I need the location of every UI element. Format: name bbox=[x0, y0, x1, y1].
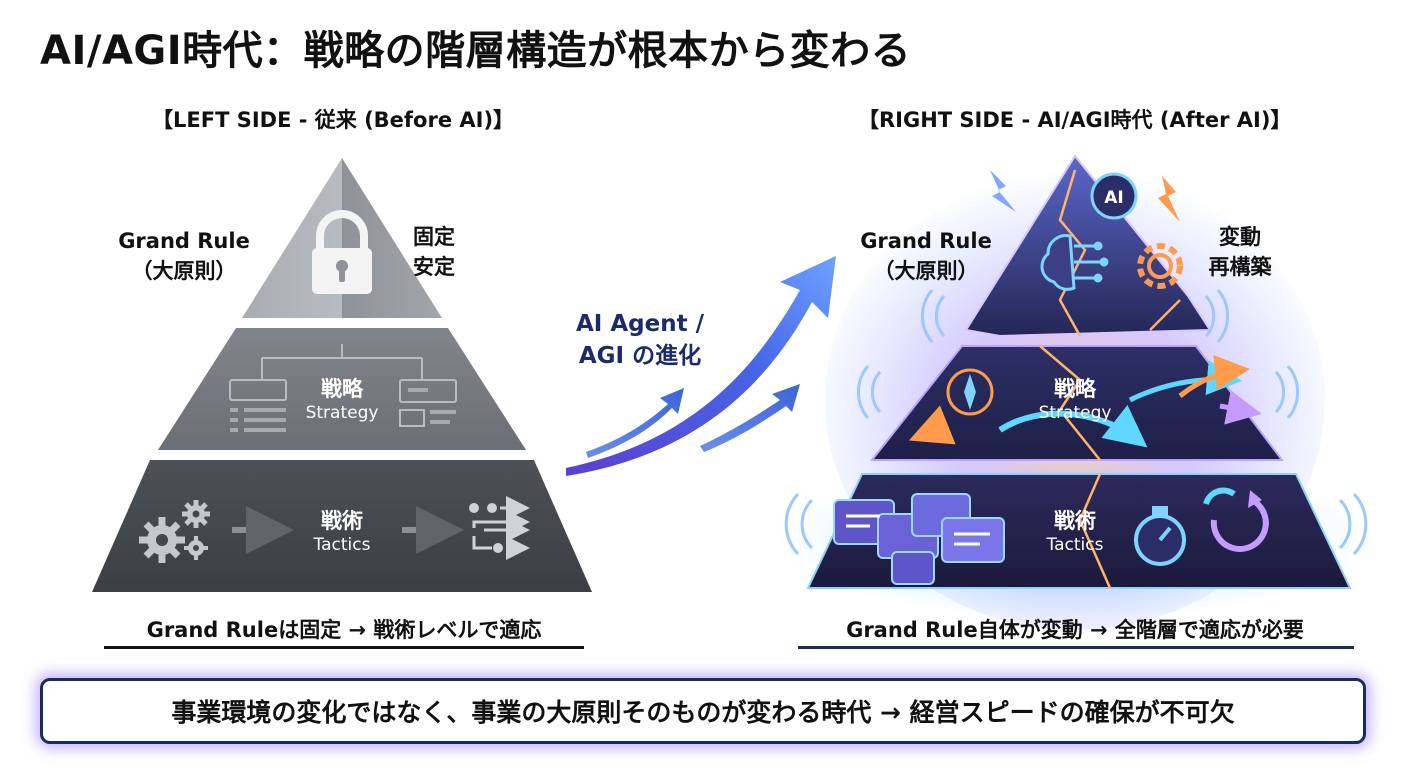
crack-lines bbox=[1039, 169, 1181, 589]
right-status-label: 変動 再構築 bbox=[1194, 222, 1286, 282]
right-caption-underline bbox=[798, 646, 1354, 649]
left-grand-rule-label: Grand Rule （大原則） bbox=[104, 226, 264, 286]
tactics-en: Tactics bbox=[313, 535, 371, 555]
tactics-en: Tactics bbox=[1046, 535, 1104, 555]
left-strategy-label: 戦略 Strategy bbox=[282, 376, 402, 424]
left-tier-bottom bbox=[92, 460, 592, 592]
tactics-jp: 戦術 bbox=[321, 509, 363, 533]
status-stable: 安定 bbox=[413, 255, 455, 279]
evolution-arrows bbox=[566, 256, 836, 476]
task-cards-icon bbox=[833, 493, 1005, 585]
main-arrow bbox=[566, 256, 836, 476]
stopwatch-icon bbox=[1134, 506, 1186, 566]
document-icon bbox=[229, 379, 287, 432]
right-tactics-label: 戦術 Tactics bbox=[1015, 508, 1135, 556]
process-flow-icon bbox=[469, 496, 530, 560]
left-pyramid bbox=[92, 158, 592, 592]
status-changing: 変動 bbox=[1219, 225, 1261, 249]
right-grand-rule-label: Grand Rule （大原則） bbox=[846, 226, 1006, 286]
right-tier-middle bbox=[869, 345, 1285, 461]
chart-document-icon bbox=[399, 379, 457, 427]
lightning-icon bbox=[1158, 176, 1180, 222]
strategy-jp: 戦略 bbox=[1054, 377, 1096, 401]
ai-chip-icon: AI bbox=[1090, 172, 1138, 220]
small-arrow bbox=[700, 384, 800, 452]
strategy-connector-icon bbox=[261, 344, 423, 380]
evolution-label: AI Agent / AGI の進化 bbox=[556, 308, 724, 372]
left-caption: Grand Ruleは固定 → 戦術レベルで適応 bbox=[146, 618, 542, 642]
grand-rule-text: Grand Rule bbox=[860, 229, 992, 253]
right-strategy-label: 戦略 Strategy bbox=[1015, 376, 1135, 424]
status-fixed: 固定 bbox=[413, 225, 455, 249]
grand-rule-text: Grand Rule bbox=[118, 229, 250, 253]
left-status-label: 固定 安定 bbox=[398, 222, 470, 282]
cycle-arrows-icon bbox=[1203, 487, 1269, 552]
status-rebuilding: 再構築 bbox=[1208, 255, 1272, 279]
gears-icon bbox=[139, 500, 210, 563]
grand-rule-subtext: （大原則） bbox=[131, 259, 237, 283]
evolution-label-line2: AGI の進化 bbox=[578, 343, 702, 369]
left-tier-top bbox=[242, 158, 442, 318]
flow-arrow bbox=[998, 404, 1148, 448]
tactics-jp: 戦術 bbox=[1054, 509, 1096, 533]
compass-icon bbox=[946, 368, 994, 416]
flow-arrow bbox=[908, 405, 956, 445]
strategy-en: Strategy bbox=[1038, 403, 1112, 423]
strategy-jp: 戦略 bbox=[321, 377, 363, 401]
vibration-waves bbox=[784, 289, 1368, 556]
conclusion-text: 事業環境の変化ではなく、事業の大原則そのものが変わる時代 → 経営スピードの確保… bbox=[171, 698, 1235, 727]
gear-icon bbox=[1137, 243, 1183, 289]
evolution-label-line1: AI Agent / bbox=[575, 311, 704, 337]
right-pyramid: AI bbox=[775, 154, 1375, 630]
lightning-icon bbox=[990, 170, 1016, 212]
flow-arrow bbox=[1178, 355, 1250, 398]
grand-rule-subtext: （大原則） bbox=[873, 259, 979, 283]
right-section-header: 【RIGHT SIDE - AI/AGI時代 (After AI)】 bbox=[858, 108, 1292, 132]
left-tactics-label: 戦術 Tactics bbox=[282, 508, 402, 556]
lock-icon bbox=[312, 210, 372, 294]
flow-arrow bbox=[1219, 390, 1262, 425]
left-caption-underline bbox=[104, 646, 584, 649]
left-section-header: 【LEFT SIDE - 従来 (Before AI)】 bbox=[152, 108, 515, 132]
right-caption: Grand Rule自体が変動 → 全階層で適応が必要 bbox=[846, 618, 1304, 642]
ai-badge-text: AI bbox=[1104, 188, 1123, 208]
brain-circuit-icon bbox=[1040, 234, 1109, 291]
page-title: AI/AGI時代：戦略の階層構造が根本から変わる bbox=[40, 28, 912, 74]
small-arrow bbox=[586, 388, 684, 458]
conclusion-banner: 事業環境の変化ではなく、事業の大原則そのものが変わる時代 → 経営スピードの確保… bbox=[40, 678, 1366, 744]
strategy-en: Strategy bbox=[305, 403, 379, 423]
